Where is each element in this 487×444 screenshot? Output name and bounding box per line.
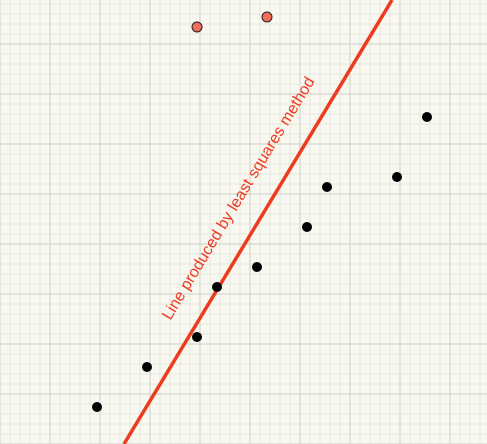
data-point	[252, 262, 262, 272]
data-point	[192, 332, 202, 342]
data-point	[142, 362, 152, 372]
data-point	[392, 172, 402, 182]
outlier-point	[191, 21, 203, 33]
data-point	[302, 222, 312, 232]
outlier-point	[261, 11, 273, 23]
fit-line-layer	[122, 0, 394, 444]
data-point	[92, 402, 102, 412]
data-point	[422, 112, 432, 122]
data-point	[212, 282, 222, 292]
points-layer	[92, 11, 432, 412]
least-squares-line	[122, 0, 394, 444]
data-point	[322, 182, 332, 192]
